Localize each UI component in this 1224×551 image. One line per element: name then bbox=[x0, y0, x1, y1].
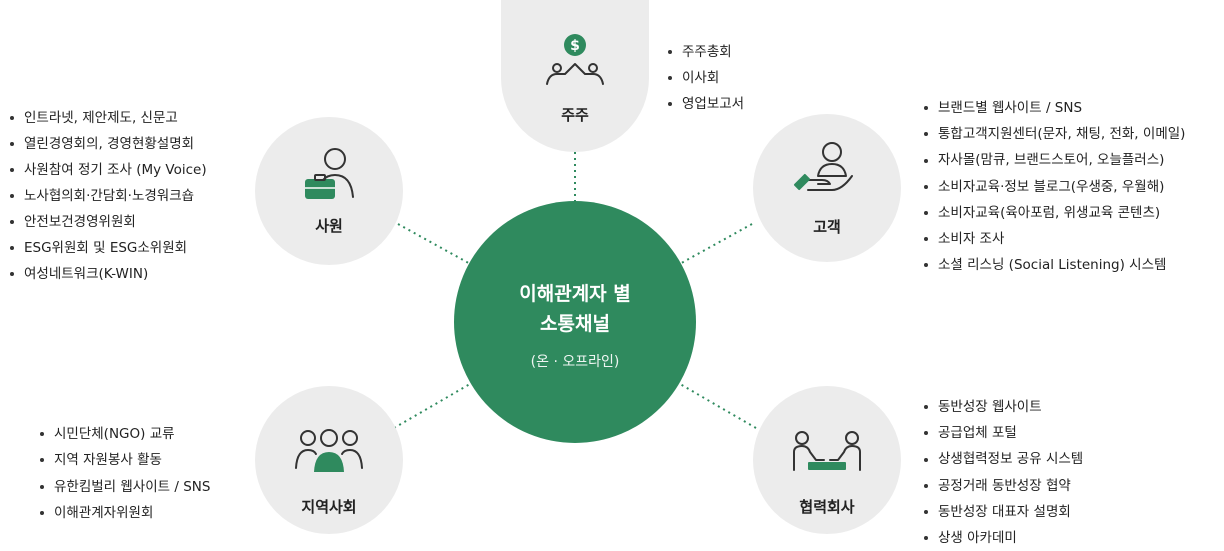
list-item: 자사몰(맘큐, 브랜드스토어, 오늘플러스) bbox=[924, 147, 1185, 173]
list-item: 소셜 리스닝 (Social Listening) 시스템 bbox=[924, 252, 1185, 278]
center-title-line1: 이해관계자 별 bbox=[519, 283, 631, 305]
node-partners: 협력회사 bbox=[753, 386, 901, 534]
label-community: 지역사회 bbox=[301, 498, 357, 516]
partner-icon bbox=[790, 430, 864, 478]
list-item: 소비자 조사 bbox=[924, 226, 1185, 252]
list-community: 시민단체(NGO) 교류 지역 자원봉사 활동 유한킴벌리 웹사이트 / SNS… bbox=[40, 421, 210, 526]
list-item: 통합고객지원센터(문자, 채팅, 전화, 이메일) bbox=[924, 121, 1185, 147]
label-partners: 협력회사 bbox=[799, 498, 855, 516]
list-item: 소비자교육·정보 블로그(우생중, 우월해) bbox=[924, 174, 1185, 200]
list-item: 안전보건경영위원회 bbox=[10, 209, 207, 235]
list-partners: 동반성장 웹사이트 공급업체 포털 상생협력정보 공유 시스템 공정거래 동반성… bbox=[924, 394, 1083, 551]
center-title-line2: 소통채널 bbox=[540, 313, 610, 335]
connector-customers bbox=[675, 223, 753, 267]
node-customers: 고객 bbox=[753, 114, 901, 262]
list-item: 상생 아카데미 bbox=[924, 525, 1083, 551]
employee-icon bbox=[297, 145, 361, 207]
list-item: ESG위원회 및 ESG소위원회 bbox=[10, 235, 207, 261]
list-item: 이사회 bbox=[668, 65, 744, 91]
list-item: 노사협의회·간담회·노경워크숍 bbox=[10, 183, 207, 209]
center-subtitle: (온 · 오프라인) bbox=[530, 354, 620, 370]
list-item: 인트라넷, 제안제도, 신문고 bbox=[10, 105, 207, 131]
node-shareholders: $ 주주 bbox=[501, 0, 649, 152]
node-employees: 사원 bbox=[255, 117, 403, 265]
list-shareholders: 주주총회 이사회 영업보고서 bbox=[668, 39, 744, 117]
list-item: 열린경영회의, 경영현황설명회 bbox=[10, 131, 207, 157]
list-item: 지역 자원봉사 활동 bbox=[40, 447, 210, 473]
list-item: 이해관계자위원회 bbox=[40, 500, 210, 526]
list-item: 유한킴벌리 웹사이트 / SNS bbox=[40, 474, 210, 500]
node-community: 지역사회 bbox=[255, 386, 403, 534]
list-item: 여성네트워크(K-WIN) bbox=[10, 261, 207, 287]
list-item: 시민단체(NGO) 교류 bbox=[40, 421, 210, 447]
label-employees: 사원 bbox=[315, 217, 343, 235]
list-item: 주주총회 bbox=[668, 39, 744, 65]
center-hub: 이해관계자 별 소통채널 (온 · 오프라인) bbox=[454, 201, 696, 443]
connector-community bbox=[393, 383, 471, 429]
community-icon bbox=[294, 428, 364, 478]
connector-partners bbox=[679, 383, 757, 429]
list-item: 브랜드별 웹사이트 / SNS bbox=[924, 95, 1185, 121]
svg-text:$: $ bbox=[570, 38, 580, 54]
list-item: 소비자교육(육아포럼, 위생교육 콘텐츠) bbox=[924, 200, 1185, 226]
list-item: 상생협력정보 공유 시스템 bbox=[924, 446, 1083, 472]
list-item: 동반성장 대표자 설명회 bbox=[924, 499, 1083, 525]
connector-employees bbox=[397, 223, 475, 267]
list-item: 영업보고서 bbox=[668, 91, 744, 117]
label-customers: 고객 bbox=[813, 218, 841, 236]
label-shareholders: 주주 bbox=[561, 106, 589, 124]
list-employees: 인트라넷, 제안제도, 신문고 열린경영회의, 경영현황설명회 사원참여 정기 … bbox=[10, 105, 207, 287]
list-item: 동반성장 웹사이트 bbox=[924, 394, 1083, 420]
customer-icon bbox=[792, 140, 862, 204]
shareholder-icon: $ bbox=[543, 30, 607, 90]
list-customers: 브랜드별 웹사이트 / SNS 통합고객지원센터(문자, 채팅, 전화, 이메일… bbox=[924, 95, 1185, 278]
list-item: 공급업체 포털 bbox=[924, 420, 1083, 446]
list-item: 공정거래 동반성장 협약 bbox=[924, 473, 1083, 499]
list-item: 사원참여 정기 조사 (My Voice) bbox=[10, 157, 207, 183]
